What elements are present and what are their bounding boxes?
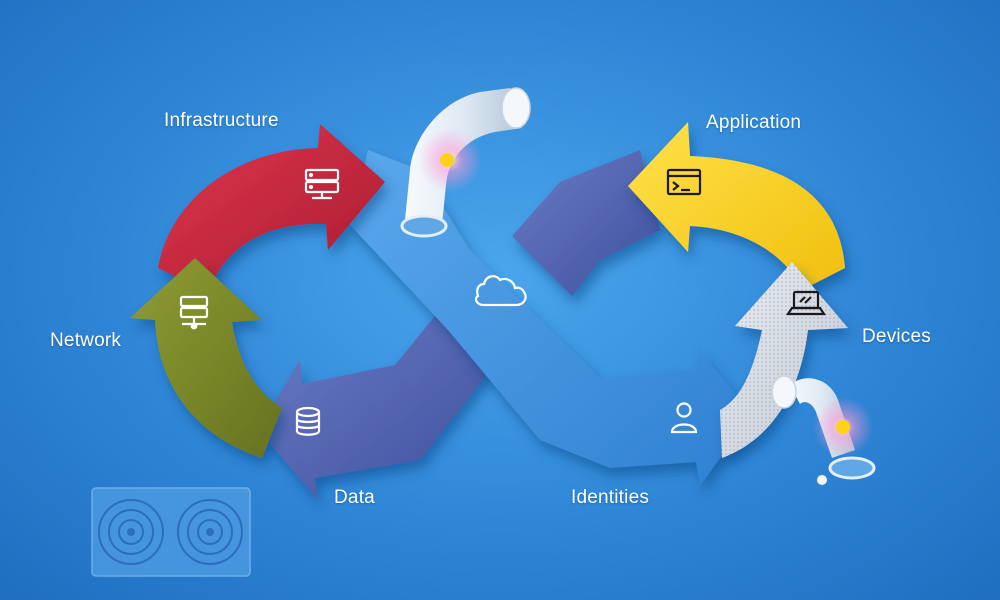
speaker-module <box>91 487 251 577</box>
database-icon <box>295 406 321 436</box>
identities-arrow <box>350 150 752 486</box>
label-infrastructure: Infrastructure <box>164 110 279 131</box>
pipe-bottom <box>771 375 876 485</box>
user-icon <box>670 402 698 434</box>
network-server-icon <box>179 295 209 330</box>
glow-dot-bottom <box>836 420 850 434</box>
application-arrow <box>628 122 845 290</box>
upper-band <box>512 150 660 296</box>
server-icon <box>304 168 340 200</box>
data-arrow <box>258 316 492 500</box>
glow-dot-top <box>440 153 454 167</box>
pipe-top <box>400 87 531 238</box>
network-arrow <box>130 258 282 458</box>
devices-arrow <box>720 262 848 458</box>
label-data: Data <box>334 487 375 508</box>
label-application: Application <box>706 112 802 133</box>
label-devices: Devices <box>862 326 931 347</box>
infrastructure-arrow <box>158 124 385 292</box>
laptop-icon <box>785 290 827 316</box>
label-identities: Identities <box>571 487 650 508</box>
label-network: Network <box>50 330 122 351</box>
cloud-icon <box>474 275 527 307</box>
terminal-window-icon <box>666 168 702 196</box>
